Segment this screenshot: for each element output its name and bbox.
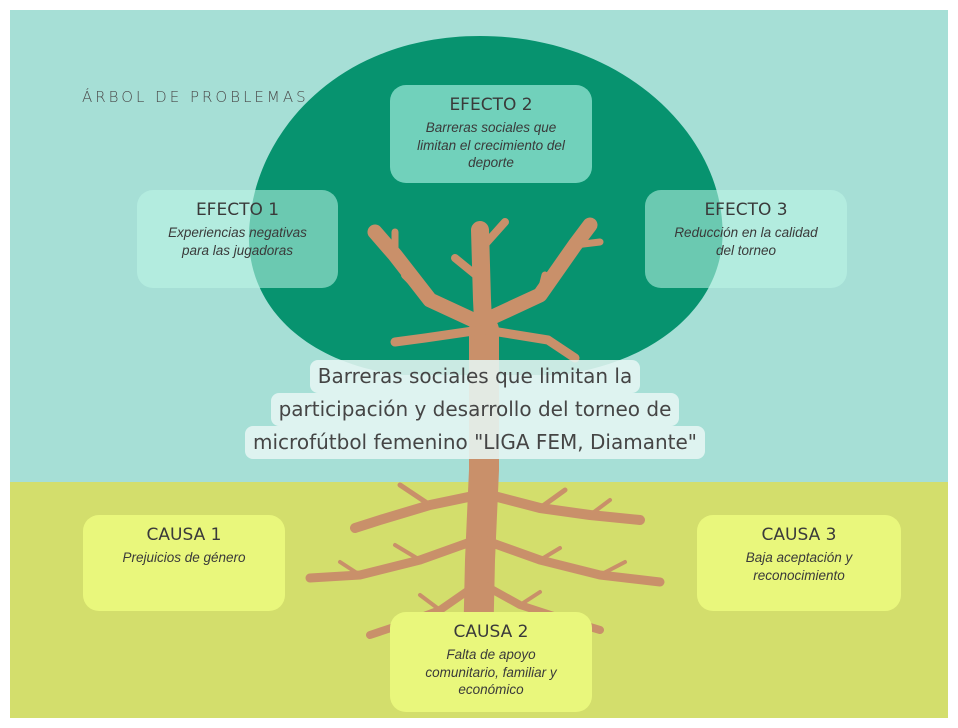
cause-1-box: CAUSA 1 Prejuicios de género — [83, 515, 285, 611]
cause-2-box: CAUSA 2 Falta de apoyo comunitario, fami… — [390, 612, 592, 712]
effect-3-box: EFECTO 3 Reducción en la calidad del tor… — [645, 190, 847, 288]
central-problem-line-2: participación y desarrollo del torneo de — [270, 393, 680, 426]
cause-2-heading: CAUSA 2 — [453, 622, 529, 642]
effect-1-description: Experiencias negativas para las jugadora… — [168, 225, 307, 258]
cause-2-description: Falta de apoyo comunitario, familiar y e… — [425, 647, 557, 698]
central-problem-line-3: microfútbol femenino "LIGA FEM, Diamante… — [245, 426, 705, 459]
central-problem: Barreras sociales que limitan la partici… — [240, 360, 710, 459]
central-problem-line-1: Barreras sociales que limitan la — [309, 360, 641, 393]
tree-crown — [248, 36, 723, 375]
diagram-title: ÁRBOL DE PROBLEMAS — [82, 88, 309, 106]
cause-3-description: Baja aceptación y reconocimiento — [745, 550, 853, 583]
effect-2-heading: EFECTO 2 — [449, 95, 533, 115]
cause-1-description: Prejuicios de género — [122, 550, 246, 565]
effect-2-description: Barreras sociales que limitan el crecimi… — [417, 120, 565, 171]
cause-3-box: CAUSA 3 Baja aceptación y reconocimiento — [697, 515, 901, 611]
cause-1-heading: CAUSA 1 — [146, 525, 222, 545]
effect-1-heading: EFECTO 1 — [195, 200, 280, 220]
effect-2-box: EFECTO 2 Barreras sociales que limitan e… — [390, 85, 592, 183]
effect-3-heading: EFECTO 3 — [704, 200, 788, 220]
effect-3-description: Reducción en la calidad del torneo — [674, 225, 818, 258]
effect-1-box: EFECTO 1 Experiencias negativas para las… — [137, 190, 338, 288]
cause-3-heading: CAUSA 3 — [761, 525, 837, 545]
